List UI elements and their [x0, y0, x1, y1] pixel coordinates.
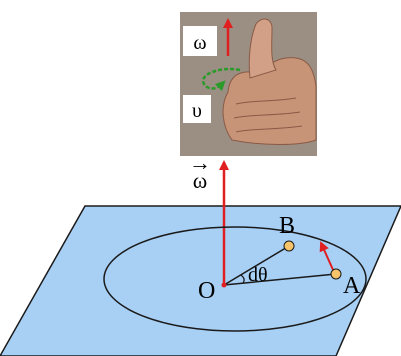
point-b [283, 240, 295, 252]
omega-vector-label: ω [193, 168, 207, 193]
velocity-arrow [319, 241, 335, 273]
photo-upsilon-label: υ [192, 100, 202, 122]
hand-photo: ω υ [180, 12, 317, 156]
circular-path [103, 226, 367, 332]
label-b: B [279, 213, 295, 239]
omega-label-box [183, 26, 217, 56]
label-dtheta: dθ [248, 264, 268, 286]
label-o: O [198, 278, 215, 304]
right-hand-thumbs-up-icon [222, 18, 317, 145]
label-a: A [343, 273, 361, 299]
plane [0, 205, 401, 356]
radius-ob [223, 245, 290, 286]
photo-omega-label: ω [193, 32, 206, 54]
angle-arc [240, 274, 245, 284]
radius-oa [223, 273, 337, 286]
point-a [330, 268, 342, 280]
curl-arrow-icon [201, 67, 241, 92]
point-o [221, 282, 227, 288]
upsilon-label-box [183, 95, 211, 123]
omega-vector-arrow: → [189, 150, 211, 175]
